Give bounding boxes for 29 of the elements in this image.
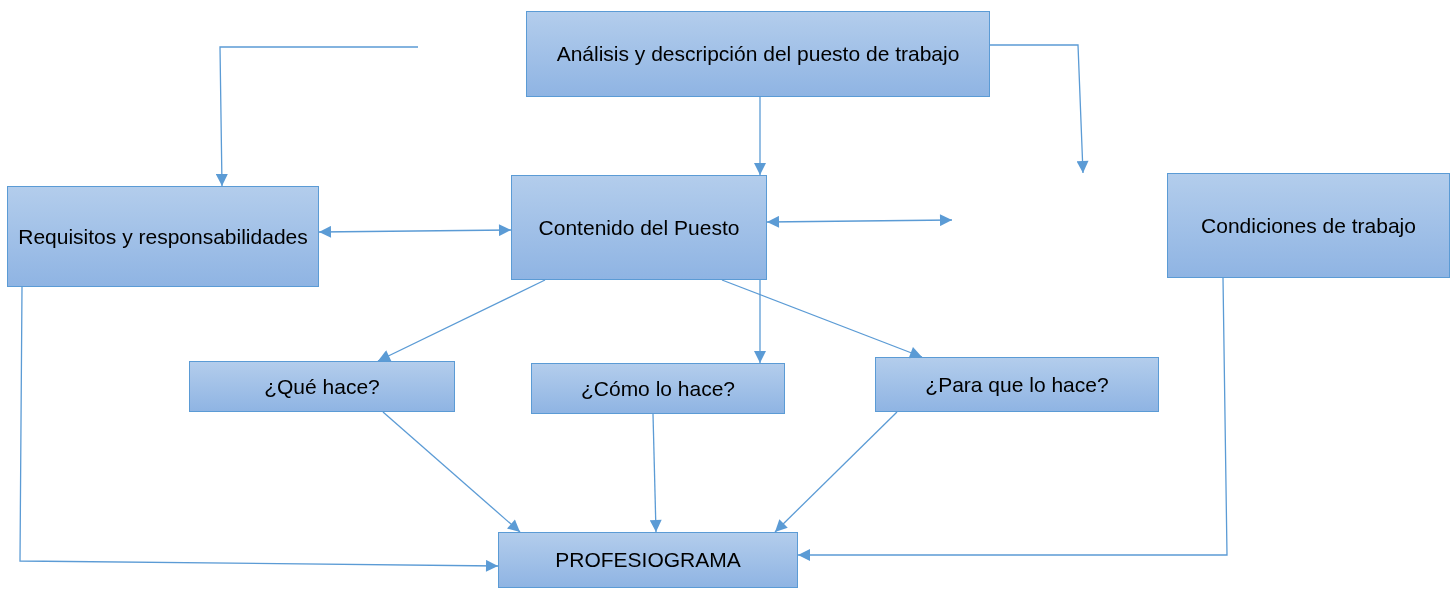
- arrow: [721, 279, 923, 359]
- arrow: [19, 286, 499, 572]
- box-label: Requisitos y responsabilidades: [18, 223, 308, 250]
- box-label: ¿Qué hace?: [264, 373, 380, 400]
- arrow: [377, 279, 546, 362]
- process-box: [511, 175, 767, 280]
- arrow: [382, 411, 521, 533]
- arrow: [318, 224, 512, 238]
- arrow: [754, 96, 766, 176]
- process-box: [1167, 173, 1450, 278]
- arrow: [754, 279, 766, 364]
- box-label: Condiciones de trabajo: [1201, 212, 1416, 239]
- arrow: [766, 214, 953, 228]
- arrow: [989, 44, 1089, 174]
- box-label: ¿Para que lo hace?: [925, 371, 1109, 398]
- arrow: [649, 413, 662, 533]
- process-box: [189, 361, 455, 412]
- box-label: Análisis y descripción del puesto de trabajo: [556, 41, 960, 68]
- arrow: [797, 277, 1228, 561]
- box-label: PROFESIOGRAMA: [555, 547, 741, 574]
- process-box: [531, 363, 785, 414]
- process-box: [498, 532, 798, 588]
- arrow: [215, 46, 419, 187]
- box-label: Contenido del Puesto: [538, 214, 740, 241]
- process-box: [7, 186, 319, 287]
- box-label: ¿Cómo lo hace?: [580, 375, 736, 402]
- arrow: [774, 411, 898, 533]
- process-box: [875, 357, 1159, 412]
- process-box: [526, 11, 990, 97]
